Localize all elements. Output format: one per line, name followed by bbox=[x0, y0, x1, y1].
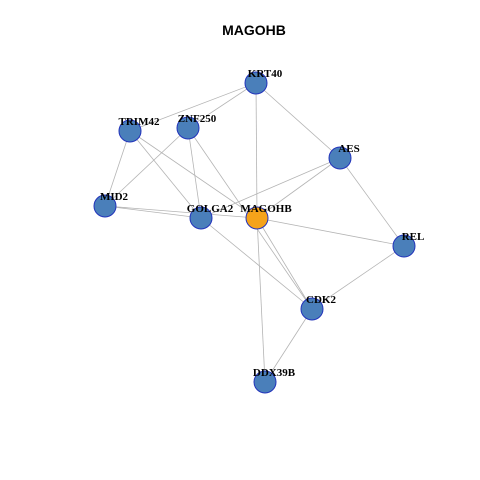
node-label: REL bbox=[402, 231, 425, 243]
node-label: AES bbox=[338, 143, 359, 155]
edge-layer bbox=[104, 82, 405, 383]
node-circle bbox=[245, 206, 269, 230]
node-znf250: ZNF250 bbox=[176, 113, 217, 140]
node-label: TRIM42 bbox=[119, 116, 160, 128]
edge-mid2-golga2 bbox=[104, 205, 202, 219]
node-trim42: TRIM42 bbox=[118, 116, 160, 143]
edge-krt40-magohb bbox=[255, 82, 258, 219]
node-label: GOLGA2 bbox=[187, 203, 234, 215]
edge-krt40-znf250 bbox=[187, 82, 257, 129]
node-label: CDK2 bbox=[306, 294, 336, 306]
node-aes: AES bbox=[328, 143, 360, 170]
edge-aes-golga2 bbox=[200, 157, 341, 219]
edge-magohb-ddx39b bbox=[256, 217, 266, 383]
node-label: ZNF250 bbox=[178, 113, 217, 125]
edge-krt40-trim42 bbox=[129, 82, 257, 132]
node-circle bbox=[253, 370, 277, 394]
edge-trim42-mid2 bbox=[104, 130, 131, 207]
edge-znf250-golga2 bbox=[187, 127, 202, 219]
node-mid2: MID2 bbox=[93, 191, 129, 218]
node-circle bbox=[118, 119, 142, 143]
edge-mid2-magohb bbox=[104, 205, 258, 219]
node-circle bbox=[328, 146, 352, 170]
node-label: MID2 bbox=[100, 191, 129, 203]
node-circle bbox=[392, 234, 416, 258]
node-cdk2: CDK2 bbox=[300, 294, 336, 321]
node-label: KRT40 bbox=[248, 68, 283, 80]
node-label: MAGOHB bbox=[240, 203, 292, 215]
diagram-title: MAGOHB bbox=[222, 22, 286, 38]
edge-trim42-golga2 bbox=[129, 130, 202, 219]
edge-krt40-aes bbox=[255, 82, 341, 159]
edge-magohb-rel bbox=[256, 217, 405, 247]
edge-znf250-mid2 bbox=[104, 127, 189, 207]
node-ddx39b: DDX39B bbox=[253, 367, 296, 394]
edge-cdk2-ddx39b bbox=[264, 308, 313, 383]
edge-rel-cdk2 bbox=[311, 245, 405, 310]
node-circle bbox=[189, 206, 213, 230]
edge-golga2-cdk2 bbox=[200, 217, 313, 310]
node-golga2: GOLGA2 bbox=[187, 203, 234, 230]
node-circle bbox=[176, 116, 200, 140]
node-circle bbox=[244, 71, 268, 95]
node-circle bbox=[93, 194, 117, 218]
node-krt40: KRT40 bbox=[244, 68, 283, 95]
edge-magohb-cdk2 bbox=[256, 217, 313, 310]
node-magohb: MAGOHB bbox=[240, 203, 292, 230]
node-label: DDX39B bbox=[253, 367, 296, 379]
edge-trim42-magohb bbox=[129, 130, 258, 219]
edge-aes-magohb bbox=[256, 157, 341, 219]
node-rel: REL bbox=[392, 231, 425, 258]
edge-aes-rel bbox=[339, 157, 405, 247]
node-circle bbox=[300, 297, 324, 321]
